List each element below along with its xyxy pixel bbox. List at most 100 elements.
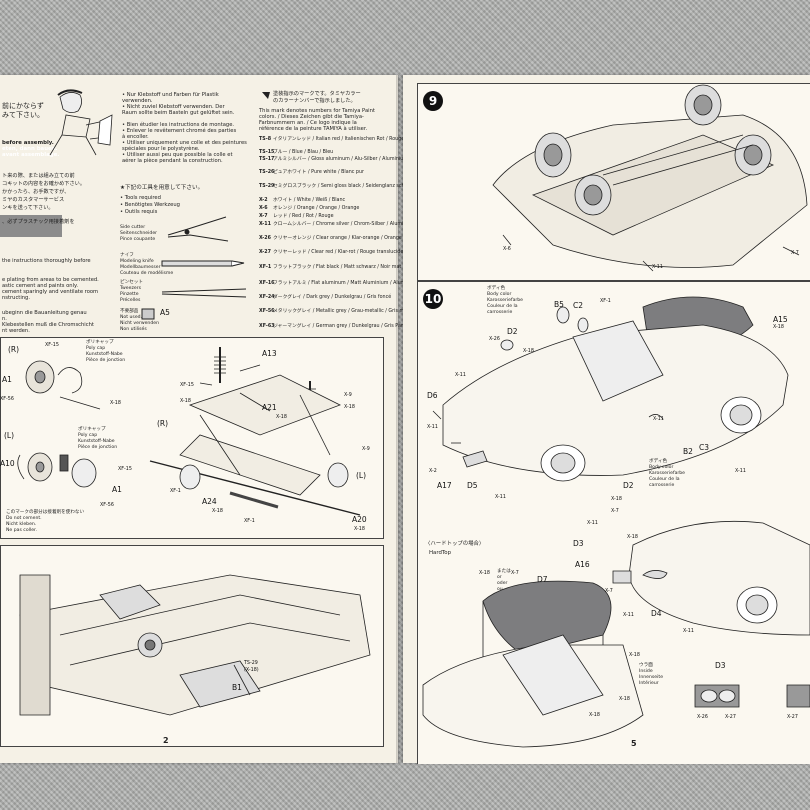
unused-legend: 不要部品 [120,309,139,314]
no-cement-note: Ne pas coller. [6,528,37,533]
paint-intro-line: référence de la peinture TAMIYA à utilis… [259,126,368,132]
warning-banner [0,215,62,237]
paint-row: XF-63ジャーマングレイ / German grey / Dunkelgrau… [259,324,412,329]
part-callout: X-11 [427,425,438,430]
tools-line: • Benötigtes Werkzeug [120,202,180,208]
part-callout: B5 [554,300,564,309]
part-callout: C3 [699,443,710,452]
part-callout: XF-1 [600,299,611,304]
paint-row: TS-15ブルー / Blue / Blau / Bleu [259,150,334,155]
part-callout: X-11 [455,373,466,378]
part-callout: B2 [683,447,693,456]
part-callout: D2 [507,327,518,336]
tweezers-label: ピンセット [120,280,143,285]
paint-row: TS-29セミグロスブラック / Semi gloss black / Seid… [259,184,447,189]
no-cement-note: Nicht kleben. [6,522,37,527]
part-callout: X-18 [523,349,534,354]
unused-legend: Not used. [120,315,143,320]
poly-cap-note: Poly cap [78,433,98,438]
part-callout: X-18 [773,325,784,330]
intro-line: • Bien étudier les instructions de monta… [122,122,235,128]
part-callout: D3 [715,661,726,670]
part-callout: X-6 [503,247,511,252]
paint-row: TS-26ピュアホワイト / Pure white / Blanc pur [259,170,364,175]
or-note: oder [497,581,508,586]
inside-note: ウラ面 [639,663,653,668]
step-9-number: 9 [423,91,443,111]
page-number-left: 2 [163,736,169,745]
or-note: ou [497,587,503,592]
part-callout: C2 [573,301,584,310]
side-label-left: (L) [356,471,367,480]
car-body-drawing [422,296,810,748]
knife-label: ナイフ [120,253,134,258]
part-callout: A15 [773,315,788,324]
intro-line: • Utiliser uniquement une colle et des p… [122,140,247,146]
part-callout: X-27 [725,715,736,720]
intro-line: the instructions thoroughly before [2,258,91,264]
book-spine-shadow [396,75,406,763]
intro-line: かかったら、お手数ですが、 [2,189,70,195]
intro-line: aérer la pièce pendant la construction. [122,158,223,164]
knife-label: Couteau de modélisme [120,271,174,276]
inside-note: Intérieur [639,681,659,686]
hardtop-heading-en: HardTop [429,550,451,556]
part-callout: A21 [262,403,277,412]
suspension-assembly-drawing [17,347,361,516]
tweezers-label: Tweezers [120,286,141,291]
no-cement-note: Do not cement. [6,516,42,521]
part-callout: X-18 [180,399,191,404]
part-callout: B1 [232,683,242,692]
unused-part-label: A5 [160,308,170,317]
knife-label: Modellbaumesser [120,265,161,270]
part-callout: D5 [467,481,478,490]
unused-legend: Non utilisés [120,327,147,332]
chassis-drawing [19,574,371,716]
tools-line: • Tools required [120,195,161,201]
warning-jp-1: 前にかならず [2,102,44,110]
body-color-note: Karosseriefarbe [649,471,686,476]
tools-line: • Outils requis [120,209,158,215]
part-callout: XF-1 [170,489,181,494]
part-callout: D6 [427,391,438,400]
intro-line: ubeginn die Bauanleitung genau [2,310,87,316]
inside-note: Innenseite [639,675,664,680]
body-color-note: carrosserie [487,310,513,315]
part-callout: X-18 [354,527,365,532]
part-callout: XF-56 [0,397,14,402]
warning-de: eten, dann bauen. [2,146,58,152]
intro-line: 、必ずプラスチック用接着剤を [2,219,75,225]
paint-intro-line: Farbnummern an. / Ce logo indique la [259,120,357,126]
intro-line: nt werden. [2,328,30,334]
right-instruction-page: 9 X-6 X-11 X-7 10 [403,75,810,764]
paint-row: XF-16フラットアルミ / Flat aluminum / Matt Alum… [259,281,430,286]
body-color-note: Couleur de la [649,477,680,482]
tools-heading: ★下記の工具を用意して下さい。 [120,185,204,191]
poly-cap-note: Pièce de jonction [78,445,118,450]
intro-line: • Enlever le revêtement chromé des parti… [122,128,237,134]
part-callout: X-18 [629,653,640,658]
inside-note: Inside [639,669,653,674]
or-note: or [497,575,502,580]
unused-legend: Nicht verwenden [120,321,159,326]
warning-jp-2: みて下さい。 [2,111,44,119]
intro-line: verwenden. [122,98,153,104]
part-callout: X-26 [697,715,708,720]
paint-intro-line: This mark denotes numbers for Tamiya Pai… [259,108,375,114]
part-callout: A1 [2,375,12,384]
intro-line: Klebestellen muß die Chromschicht [2,322,94,328]
body-color-note: Karosseriefarbe [487,298,524,303]
part-callout: X-9 [362,447,370,452]
paint-row: XF-24ダークグレイ / Dark grey / Dunkelgrau / G… [259,295,392,300]
part-callout: X-18 [619,697,630,702]
part-callout: X-11 [587,521,598,526]
part-callout: X-18 [611,497,622,502]
part-callout: XF-15 [118,467,132,472]
body-color-note: ボディ色 [487,286,506,291]
page-number-right: 5 [631,739,637,748]
poly-cap-note: Kunststoff-Nabe [86,352,123,357]
